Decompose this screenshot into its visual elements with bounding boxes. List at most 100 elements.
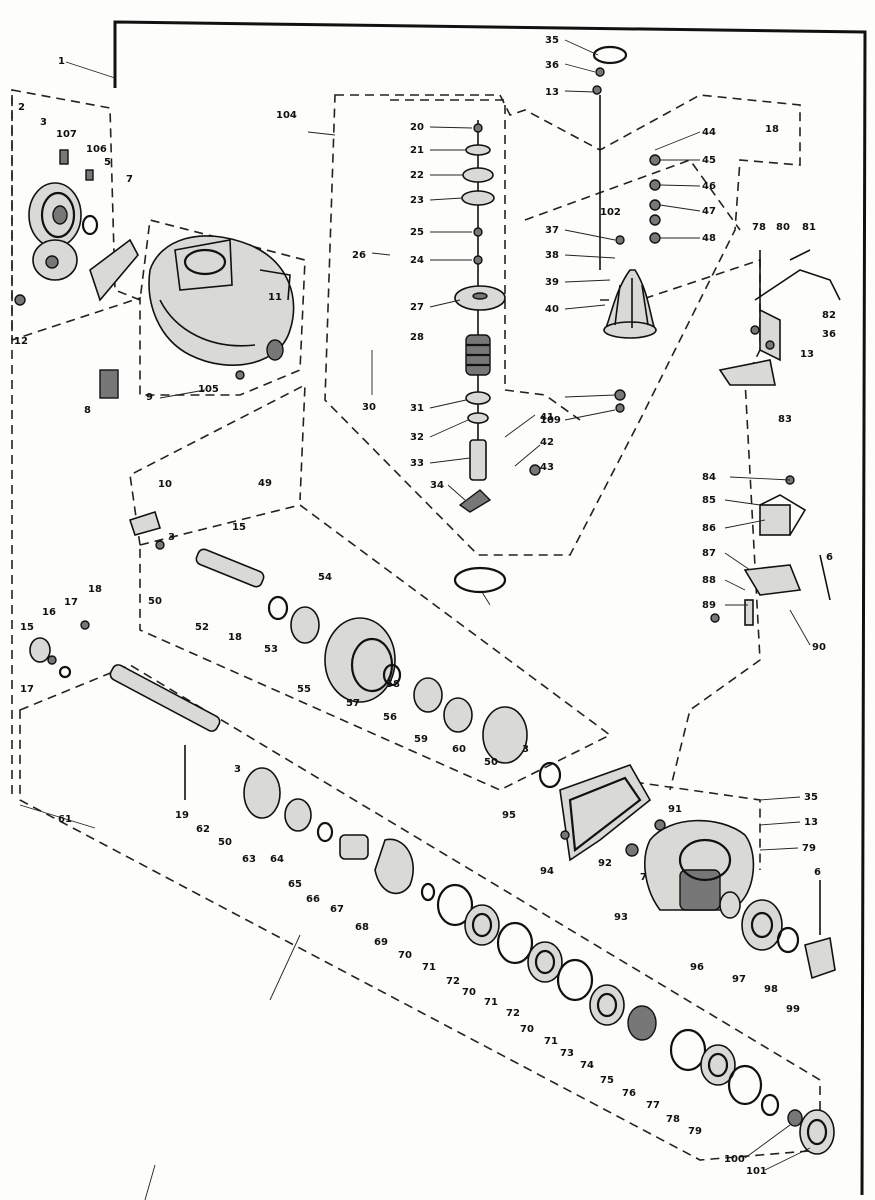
label-54: 54 [318,572,332,583]
label-77: 77 [646,1100,660,1111]
label-33: 33 [410,458,424,469]
label-59: 59 [414,734,428,745]
label-95: 95 [502,810,516,821]
left-small-parts [29,620,90,679]
label-25a: 25 [410,227,424,238]
label-82: 82 [822,310,836,321]
label-62: 62 [196,824,210,835]
label-73: 73 [560,1048,574,1059]
label-106: 106 [86,144,107,155]
label-1: 1 [58,56,65,67]
label-18c: 18 [88,584,102,595]
label-76: 76 [622,1088,636,1099]
label-72b: 72 [506,1008,520,1019]
label-64: 64 [270,854,284,865]
label-32: 32 [410,432,424,443]
label-50b: 50 [484,757,498,768]
label-84: 84 [702,472,716,483]
label-37: 37 [545,225,559,236]
leader-lines [19,39,811,1171]
label-71c: 71 [544,1036,558,1047]
bracket-assembly [710,475,831,626]
label-56: 56 [383,712,397,723]
callout-labels: 1 2 3 107 106 5 7 12 8 9 105 11 104 20 2… [14,35,836,1177]
label-80: 80 [776,222,790,233]
label-16: 16 [42,607,56,618]
label-94: 94 [540,866,554,877]
label-85: 85 [702,495,716,506]
pulley-assembly [14,149,139,306]
label-97: 97 [732,974,746,985]
label-19: 19 [175,810,189,821]
label-41: 41 [540,412,554,423]
label-78b: 78 [666,1114,680,1125]
label-34: 34 [430,480,444,491]
label-60: 60 [452,744,466,755]
label-63: 63 [242,854,256,865]
label-13c: 13 [804,817,818,828]
label-70c: 70 [520,1024,534,1035]
parts [14,45,841,1200]
label-23: 23 [410,195,424,206]
label-100: 100 [724,1154,745,1165]
label-43: 43 [540,462,554,473]
bell-part [529,154,661,476]
label-30a: 30 [362,402,376,413]
shaft-49-parts [128,510,562,789]
label-44: 44 [702,127,716,138]
label-98: 98 [764,984,778,995]
clutch-stack [436,883,835,1155]
label-15b: 15 [20,622,34,633]
label-20: 20 [410,122,424,133]
label-12a: 12 [14,336,28,347]
label-15a: 15 [232,522,246,533]
label-67: 67 [330,904,344,915]
central-stack [453,45,628,594]
label-47: 47 [702,206,716,217]
label-75: 75 [600,1075,614,1086]
label-11: 11 [268,292,282,303]
label-50a: 50 [148,596,162,607]
label-83: 83 [778,414,792,425]
label-9: 9 [146,392,153,403]
label-88: 88 [702,575,716,586]
label-5: 5 [104,157,111,168]
label-105: 105 [198,384,219,395]
label-93: 93 [614,912,628,923]
label-3: 3 [40,117,47,128]
label-71b: 71 [484,997,498,1008]
label-71a: 71 [422,962,436,973]
label-55: 55 [297,684,311,695]
label-18a: 18 [765,124,779,135]
label-18b: 18 [228,632,242,643]
label-7: 7 [126,174,133,185]
label-52: 52 [195,622,209,633]
label-45: 45 [702,155,716,166]
label-42: 42 [540,437,554,448]
label-49: 49 [258,478,272,489]
label-66: 66 [306,894,320,905]
main-shaft-61 [109,664,436,902]
label-74: 74 [580,1060,594,1071]
label-68: 68 [355,922,369,933]
label-99: 99 [786,1004,800,1015]
label-101: 101 [746,1166,767,1177]
label-40: 40 [545,304,559,315]
label-104: 104 [276,110,297,121]
label-107: 107 [56,129,77,140]
label-78: 78 [752,222,766,233]
label-92: 92 [598,858,612,869]
label-26: 26 [352,250,366,261]
label-58: 58 [386,679,400,690]
label-72a: 72 [446,976,460,987]
label-81: 81 [802,222,816,233]
label-57: 57 [346,698,360,709]
transmission-housing [99,235,295,399]
label-6a: 6 [826,552,833,563]
outer-frame [65,20,867,1196]
label-31: 31 [410,403,424,414]
label-3c: 3 [522,744,529,755]
label-89: 89 [702,600,716,611]
label-7b: 7 [640,872,647,883]
